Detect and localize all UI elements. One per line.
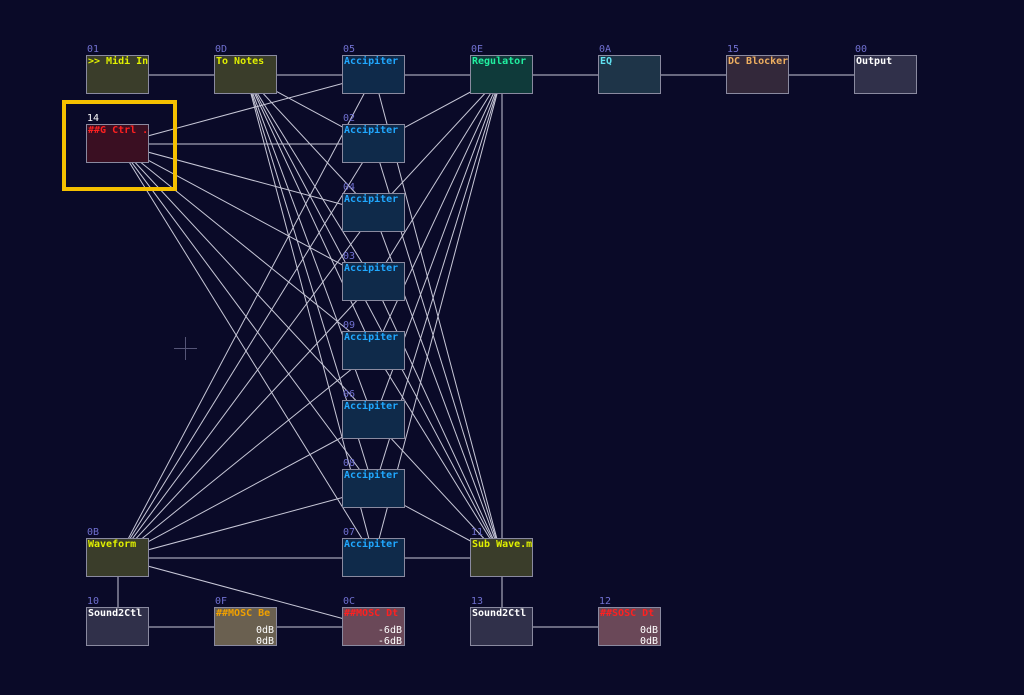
module-id: 0A <box>599 44 612 55</box>
module-label: ##MOSC Dt <box>344 608 399 619</box>
module-label: Sub Wave.m <box>472 539 533 550</box>
module-id: 0C <box>343 596 356 607</box>
module-id: 12 <box>599 596 612 607</box>
module-id: 0B <box>87 527 100 538</box>
module-label: Sound2Ctl <box>88 608 143 619</box>
module-id: 07 <box>343 527 356 538</box>
module-id: 06 <box>343 389 356 400</box>
module-node[interactable]: 01>> Midi In <box>86 44 149 94</box>
wire[interactable] <box>373 281 503 559</box>
module-label: Output <box>856 56 893 67</box>
module-label: ##SOSC Dt <box>600 608 655 619</box>
wire[interactable] <box>117 281 375 559</box>
module-value: 0dB <box>255 636 274 647</box>
wire[interactable] <box>373 419 503 559</box>
module-label: EQ <box>600 56 613 67</box>
crosshair-cursor-icon <box>185 337 186 360</box>
module-label: Accipiter .e <box>344 125 405 136</box>
module-label: DC Blocker <box>728 56 789 67</box>
module-id: 05 <box>343 44 356 55</box>
wire[interactable] <box>373 74 503 352</box>
wire[interactable] <box>245 74 375 214</box>
module-id: 09 <box>343 320 356 331</box>
selection-highlight <box>62 100 177 191</box>
module-id: 10 <box>87 596 100 607</box>
wire[interactable] <box>117 419 375 559</box>
module-id: 03 <box>343 251 356 262</box>
wire[interactable] <box>245 74 503 559</box>
module-label: ##MOSC Be <box>216 608 271 619</box>
wire[interactable] <box>117 143 375 214</box>
module-label: Accipiter .e <box>344 332 405 343</box>
module-id: 01 <box>87 44 100 55</box>
module-value: -6dB <box>377 625 402 636</box>
wire[interactable] <box>117 212 375 559</box>
module-label: Accipiter .e <box>344 56 405 67</box>
wire[interactable] <box>117 143 375 352</box>
module-label: Regulator <box>472 56 527 67</box>
wire[interactable] <box>117 143 375 559</box>
module-id: 0F <box>215 596 228 607</box>
module-id: 11 <box>471 527 484 538</box>
wire[interactable] <box>245 74 375 283</box>
module-id: 08 <box>343 458 356 469</box>
module-label: Accipiter .e <box>344 263 405 274</box>
module-label: >> Midi In <box>88 56 149 67</box>
wire[interactable] <box>373 350 503 559</box>
wire[interactable] <box>117 557 375 628</box>
module-label: Sound2Ctl <box>472 608 527 619</box>
module-label: Accipiter .e <box>344 470 405 481</box>
module-label: Accipiter .e <box>344 194 405 205</box>
module-label: To Notes <box>216 56 265 67</box>
module-id: 0E <box>471 44 484 55</box>
module-label: Waveform <box>88 539 137 550</box>
wire[interactable] <box>117 74 375 559</box>
module-value: 0dB <box>639 625 658 636</box>
wire[interactable] <box>117 488 375 559</box>
wire[interactable] <box>373 74 503 283</box>
module-id: 00 <box>855 44 868 55</box>
module-id: 0D <box>215 44 228 55</box>
wire[interactable] <box>117 350 375 559</box>
wire[interactable] <box>373 74 503 214</box>
module-value: 0dB <box>255 625 274 636</box>
module-id: 15 <box>727 44 740 55</box>
module-node[interactable]: 14##G Ctrl .e <box>86 113 149 163</box>
module-label: ##G Ctrl .e <box>88 125 149 136</box>
module-id: 04 <box>343 182 356 193</box>
module-id: 14 <box>87 113 100 124</box>
module-value: 0dB <box>639 636 658 647</box>
module-node[interactable]: 0C##MOSC Dt -6dB-6dB <box>342 596 405 647</box>
wire[interactable] <box>117 74 375 145</box>
module-value: -6dB <box>377 636 402 647</box>
module-id: 02 <box>343 113 356 124</box>
module-id: 13 <box>471 596 484 607</box>
module-label: Accipiter .e <box>344 539 405 550</box>
module-label: Accipiter .e <box>344 401 405 412</box>
